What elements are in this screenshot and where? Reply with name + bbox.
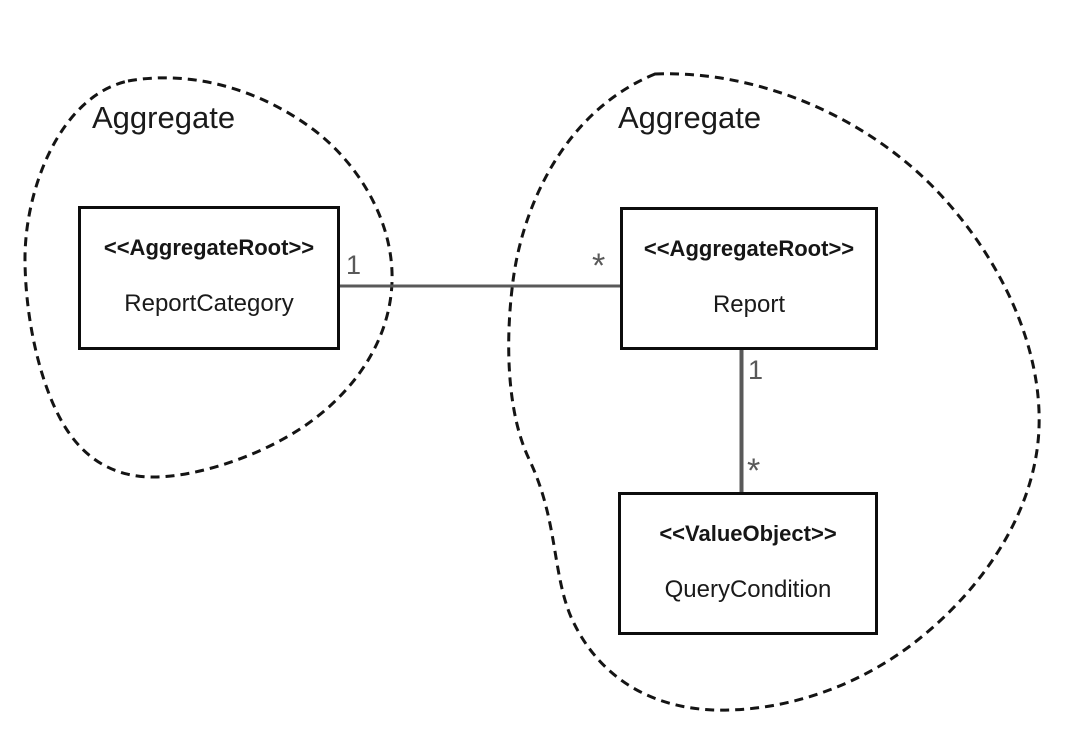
aggregate-label-right: Aggregate — [618, 100, 762, 135]
multiplicity-label-report-many: * — [592, 247, 606, 285]
class-name-querycondition: QueryCondition — [664, 576, 832, 603]
class-box-querycondition[interactable]: <<ValueObject>> QueryCondition — [618, 492, 878, 635]
class-name-report: Report — [712, 291, 786, 318]
class-name-reportcategory: ReportCategory — [124, 290, 294, 317]
stereotype-label-querycondition: <<ValueObject>> — [659, 521, 837, 546]
aggregate-boundary-right — [507, 72, 1041, 712]
aggregate-boundary-left — [23, 76, 394, 479]
aggregate-label-left: Aggregate — [92, 100, 236, 135]
multiplicity-label-report-one: 1 — [748, 355, 764, 385]
class-box-report[interactable]: <<AggregateRoot>> Report — [620, 207, 878, 350]
multiplicity-label-querycondition-many: * — [747, 452, 761, 490]
multiplicity-label-reportcategory-one: 1 — [346, 250, 362, 280]
stereotype-label-reportcategory: <<AggregateRoot>> — [103, 235, 315, 260]
class-box-reportcategory[interactable]: <<AggregateRoot>> ReportCategory — [78, 206, 340, 350]
stereotype-label-report: <<AggregateRoot>> — [643, 236, 855, 261]
